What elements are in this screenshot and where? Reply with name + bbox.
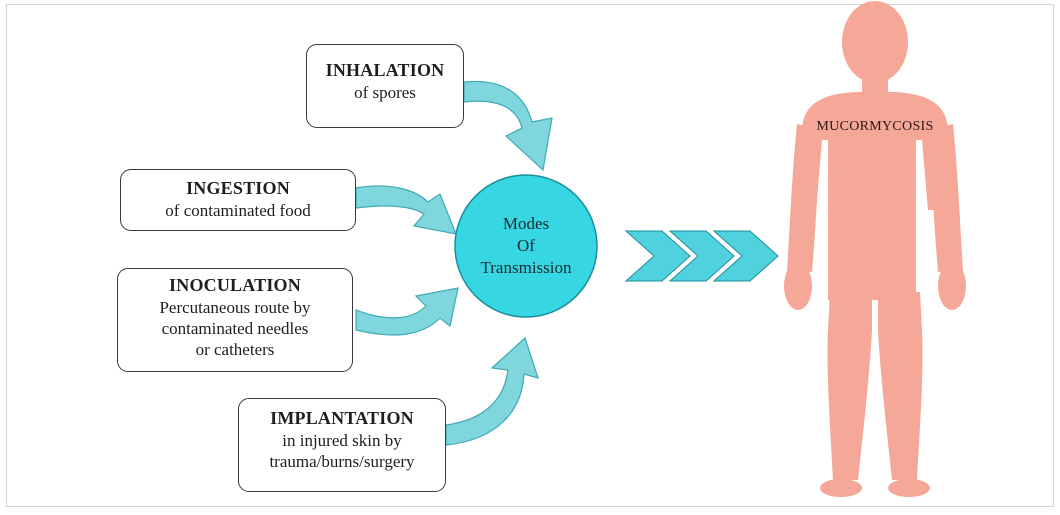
mode-desc-line: in injured skin by bbox=[239, 430, 445, 451]
mode-box-inoculation: INOCULATION Percutaneous route by contam… bbox=[117, 268, 353, 372]
mode-box-implantation: IMPLANTATION in injured skin by trauma/b… bbox=[238, 398, 446, 492]
mode-title: INGESTION bbox=[121, 177, 355, 200]
mode-title: INHALATION bbox=[307, 59, 463, 82]
mode-desc-line: or catheters bbox=[118, 339, 352, 360]
disease-label: MUCORMYCOSIS bbox=[770, 119, 980, 135]
arrow-ingestion-icon bbox=[356, 186, 456, 234]
mode-box-ingestion: INGESTION of contaminated food bbox=[120, 169, 356, 231]
mode-desc-line: of spores bbox=[307, 82, 463, 103]
mode-title: IMPLANTATION bbox=[239, 407, 445, 430]
mode-desc-line: trauma/burns/surgery bbox=[239, 451, 445, 472]
hub-label-line: Transmission bbox=[453, 257, 599, 279]
mode-desc-line: of contaminated food bbox=[121, 200, 355, 221]
mode-desc-line: contaminated needles bbox=[118, 318, 352, 339]
hub-label-line: Modes bbox=[453, 213, 599, 235]
hub-label-line: Of bbox=[453, 235, 599, 257]
mode-box-inhalation: INHALATION of spores bbox=[306, 44, 464, 128]
human-silhouette-icon bbox=[784, 1, 966, 497]
mode-title: INOCULATION bbox=[118, 274, 352, 297]
mode-desc-line: Percutaneous route by bbox=[118, 297, 352, 318]
hub-label: Modes Of Transmission bbox=[453, 205, 599, 287]
arrow-inhalation-icon bbox=[464, 81, 552, 170]
arrow-implantation-icon bbox=[446, 338, 538, 445]
arrow-inoculation-icon bbox=[356, 288, 458, 335]
chevron-group bbox=[626, 231, 778, 281]
